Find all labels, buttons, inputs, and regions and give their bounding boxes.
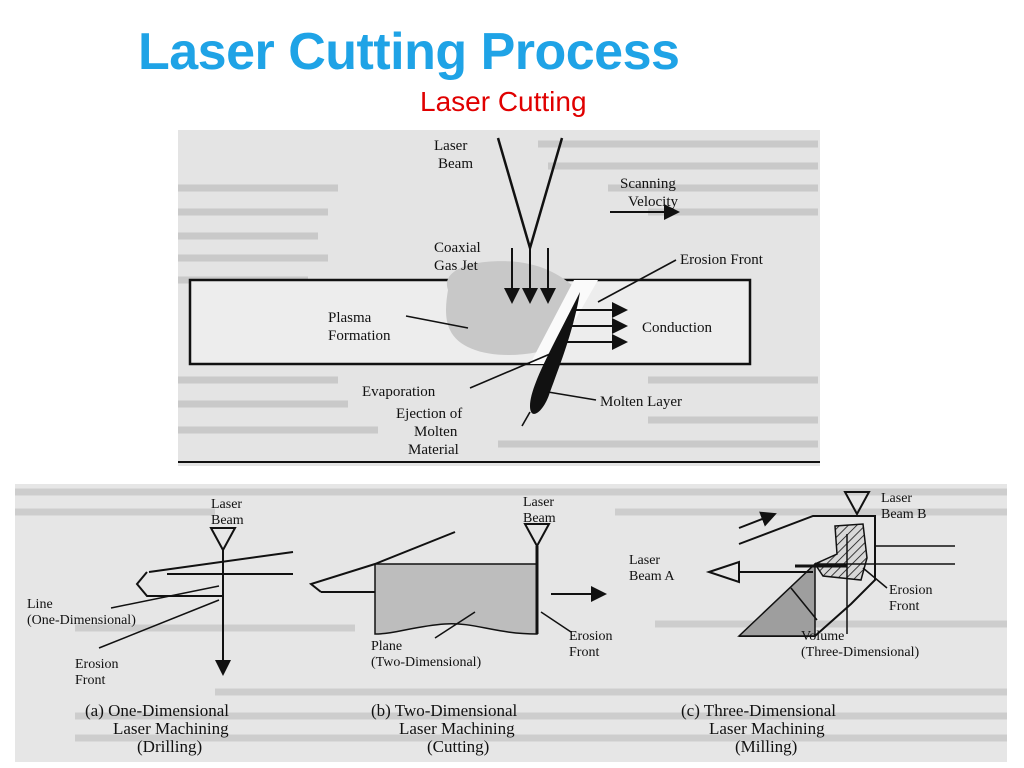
label-molten-layer: Molten Layer (600, 394, 682, 410)
molten-layer (530, 292, 580, 414)
cut-kerf (530, 280, 598, 364)
panel-b-cutting: Laser Beam Plane (Two-Dimensional) Erosi… (308, 495, 613, 756)
label-conduction: Conduction (642, 320, 712, 336)
laser-cutting-diagram-svg: Laser Beam Scanning Velocity Coaxial Gas… (178, 130, 820, 466)
conduction-label-box (638, 316, 748, 338)
panel-a-caption-1: (a) One-Dimensional (85, 701, 229, 720)
panel-c-beam-b-label-1: Laser (881, 491, 912, 506)
label-scanning-2: Velocity (628, 194, 678, 210)
panel-a-beam-cone (209, 527, 237, 553)
panel-c-erosion-label-1: Erosion (889, 583, 933, 598)
panel-b-caption-1: (b) Two-Dimensional (371, 701, 518, 720)
label-gas-jet-1: Coaxial (434, 240, 481, 256)
label-ejection-3: Material (408, 442, 459, 458)
label-plasma-1: Plasma (328, 310, 372, 326)
panel-c-direction-arrow (738, 511, 777, 529)
panel-a-drilling: Laser Beam Line (One-Dimensional) Erosio… (27, 497, 294, 756)
panel-a-beam-label-1: Laser (211, 497, 242, 512)
slide-title: Laser Cutting Process (138, 23, 680, 81)
panel-c-caption-2: Laser Machining (709, 719, 825, 738)
label-erosion-front: Erosion Front (680, 252, 764, 268)
panel-c-beam-a-label-1: Laser (629, 553, 660, 568)
panel-a-caption-3: (Drilling) (137, 737, 202, 756)
panel-c-volume-label-1: Volume (801, 629, 844, 644)
panel-c-erosion-label-2: Front (889, 599, 919, 614)
panel-b-beam-cone (523, 523, 551, 549)
panel-b-erosion-label-2: Front (569, 645, 599, 660)
panel-a-line-label-1: Line (27, 597, 53, 612)
panel-c-beam-a-label-2: Beam A (629, 569, 675, 584)
panel-c-volume (737, 562, 816, 637)
panel-b-beam-label-1: Laser (523, 495, 554, 510)
panel-b-erosion-label-1: Erosion (569, 629, 613, 644)
panel-b-caption-2: Laser Machining (399, 719, 515, 738)
panel-a-caption-2: Laser Machining (113, 719, 229, 738)
label-ejection-2: Molten (414, 424, 458, 440)
plasma-cloud (446, 261, 579, 356)
label-gas-jet-2: Gas Jet (434, 258, 479, 274)
background-text-lines (15, 488, 1007, 742)
panel-c-beam-b-cone (843, 491, 871, 517)
label-scanning-1: Scanning (620, 176, 676, 192)
label-plasma-2: Formation (328, 328, 391, 344)
panel-b-beam-label-2: Beam (523, 511, 556, 526)
panel-b-plane-label-2: (Two-Dimensional) (371, 655, 482, 670)
panel-b-plane-label-1: Plane (371, 639, 402, 654)
panel-c-caption-1: (c) Three-Dimensional (681, 701, 836, 720)
panel-b-plane (374, 563, 538, 635)
panel-c-beam-b-label-2: Beam B (881, 507, 927, 522)
label-evaporation: Evaporation (362, 384, 436, 400)
label-ejection-1: Ejection of (396, 406, 462, 422)
label-laser-beam-1: Laser (434, 138, 467, 154)
panel-c-milling: Laser Beam B Laser Beam A Erosion Front … (629, 491, 955, 756)
laser-cutting-diagram: Laser Beam Scanning Velocity Coaxial Gas… (178, 130, 820, 466)
gas-jet-arrows (504, 248, 556, 304)
panel-a-beam-label-2: Beam (211, 513, 244, 528)
panel-b-caption-3: (Cutting) (427, 737, 489, 756)
conduction-arrows (566, 302, 628, 350)
panel-a-erosion-label-2: Front (75, 673, 105, 688)
panel-a-line-label-2: (One-Dimensional) (27, 613, 136, 628)
slide-subtitle: Laser Cutting (420, 86, 587, 117)
laser-machining-types-diagram: Laser Beam Line (One-Dimensional) Erosio… (15, 484, 1007, 762)
panel-c-caption-3: (Milling) (735, 737, 797, 756)
label-laser-beam-2: Beam (438, 156, 473, 172)
leader-lines (405, 259, 677, 427)
laser-machining-types-svg: Laser Beam Line (One-Dimensional) Erosio… (15, 484, 1007, 762)
panel-a-erosion-label-1: Erosion (75, 657, 119, 672)
panel-c-volume-label-2: (Three-Dimensional) (801, 645, 920, 660)
